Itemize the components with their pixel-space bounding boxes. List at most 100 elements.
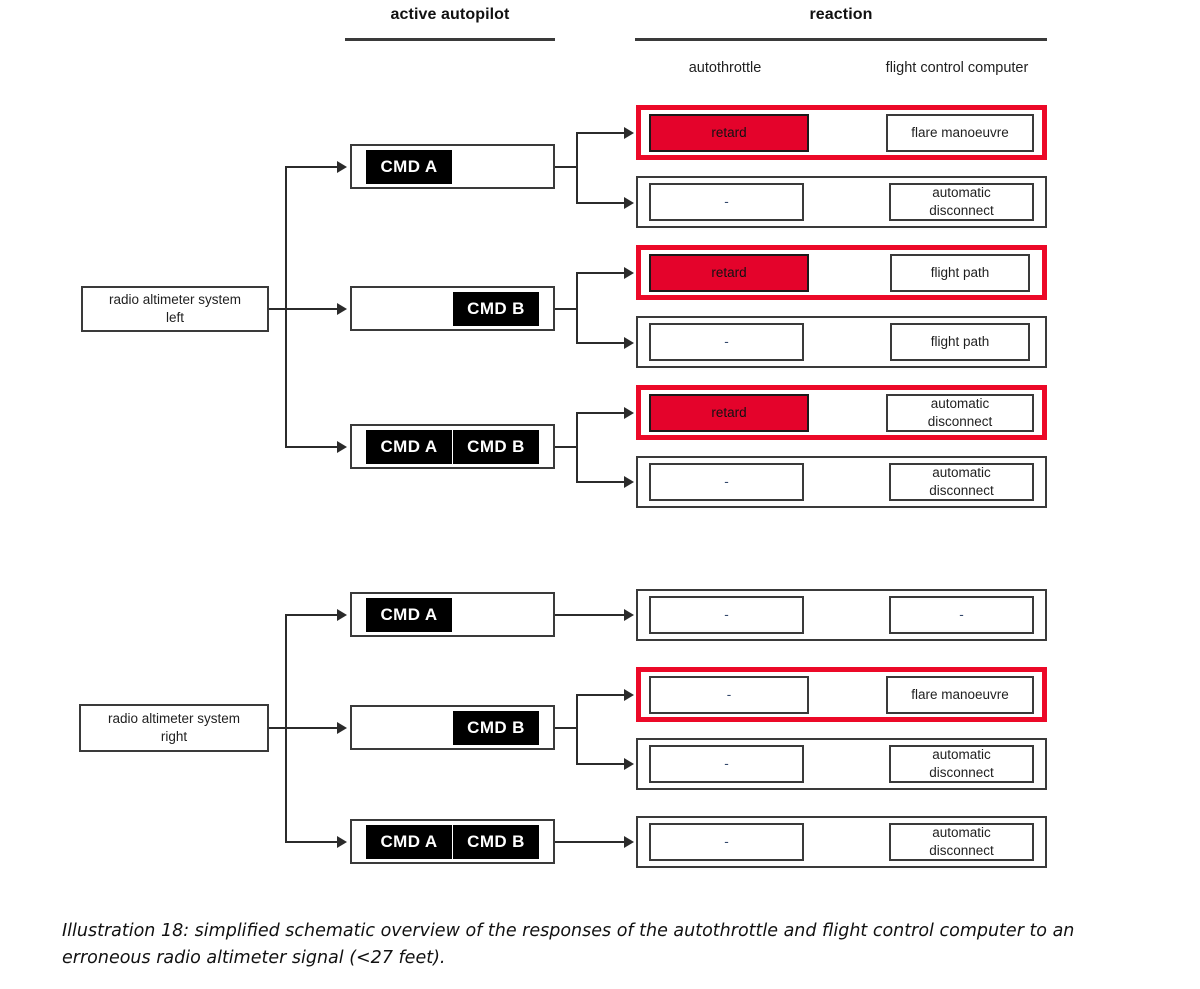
arrow-cmdb-to-rx2 [624, 337, 634, 349]
arrow-cmdab-to-rx1 [624, 407, 634, 419]
reaction-row: retard flight path [636, 245, 1047, 300]
fcc-line1: automatic [930, 395, 990, 411]
connector-cmda-to-rx2 [576, 202, 624, 204]
arrow-cmda-to-rx1 [624, 127, 634, 139]
fcc-line2: disconnect [929, 765, 994, 780]
fcc-line2: disconnect [929, 483, 994, 498]
connector-left-to-cmdab [285, 446, 337, 448]
reaction-row: - flare manoeuvre [636, 667, 1047, 722]
header-reaction: reaction [809, 6, 873, 23]
connector-cmdb-right-to-rx2 [576, 763, 624, 765]
arrow-cmdb-to-rx1 [624, 267, 634, 279]
connector-source-left-stem [269, 308, 287, 310]
autothrottle-cell: - [649, 183, 804, 221]
cmd-chip-a: CMD A [366, 149, 452, 184]
autothrottle-cell: retard [649, 113, 809, 152]
fcc-line1: automatic [932, 825, 991, 841]
cmd-chip-b: CMD B [453, 291, 539, 326]
autothrottle-cell: - [649, 745, 804, 783]
connector-cmdab-to-rx2 [576, 481, 624, 483]
cmd-chip-b: CMD B [453, 429, 539, 464]
arrow-left-to-cmdab [337, 441, 347, 453]
fcc-cell: automatic disconnect [889, 823, 1034, 861]
source-box-radio-altimeter-right: radio altimeter system right [79, 704, 269, 752]
connector-right-to-cmda [285, 614, 337, 616]
fcc-cell: - [889, 596, 1034, 634]
source-right-line2: right [160, 729, 188, 744]
autopilot-box-cmd-b-left: CMD B [350, 286, 555, 331]
reaction-row: - automatic disconnect [636, 738, 1047, 790]
connector-cmdb-right-to-rx1 [576, 694, 624, 696]
connector-left-to-cmda [285, 166, 337, 168]
reaction-row: - - [636, 589, 1047, 641]
connector-cmdb-stub [555, 308, 578, 310]
cmd-chip-a: CMD A [366, 429, 452, 464]
autopilot-box-cmd-b-right: CMD B [350, 705, 555, 750]
reaction-row: retard flare manoeuvre [636, 105, 1047, 160]
connector-cmdb-right-stub [555, 727, 578, 729]
cmd-chip-b: CMD B [453, 824, 539, 859]
fcc-cell: automatic disconnect [886, 393, 1034, 432]
connector-cmdab-splitter [576, 412, 578, 482]
source-left-line1: radio altimeter system [108, 291, 242, 307]
arrow-cmdb-right-to-rx1 [624, 689, 634, 701]
autothrottle-cell: retard [649, 253, 809, 292]
autopilot-box-cmd-a-left: CMD A [350, 144, 555, 189]
fcc-cell: automatic disconnect [889, 463, 1034, 501]
fcc-cell: automatic disconnect [889, 183, 1034, 221]
cmd-chip-b: CMD B [453, 710, 539, 745]
arrow-left-to-cmdb [337, 303, 347, 315]
fcc-cell: flare manoeuvre [886, 675, 1034, 714]
caption-line2: computer to an erroneous radio altimeter… [62, 921, 1075, 969]
connector-source-right-stem [269, 727, 287, 729]
fcc-cell: flight path [890, 323, 1030, 361]
cmd-chip-a: CMD A [366, 597, 452, 632]
connector-cmdb-to-rx1 [576, 272, 624, 274]
connector-source-left-trunk [285, 166, 287, 447]
autothrottle-cell: - [649, 823, 804, 861]
fcc-line1: automatic [932, 747, 991, 763]
caption-line1: Illustration 18: simplified schematic ov… [62, 921, 934, 941]
arrow-cmda-to-rx2 [624, 197, 634, 209]
arrow-cmdab-to-rx2 [624, 476, 634, 488]
autopilot-box-cmd-a-right: CMD A [350, 592, 555, 637]
reaction-row: - automatic disconnect [636, 176, 1047, 228]
connector-cmdb-splitter [576, 272, 578, 344]
connector-cmda-stub [555, 166, 578, 168]
connector-right-to-cmdb [285, 727, 337, 729]
fcc-line2: disconnect [929, 203, 994, 218]
reaction-row: - flight path [636, 316, 1047, 368]
fcc-line1: automatic [932, 185, 991, 201]
cmd-chip-a: CMD A [366, 824, 452, 859]
autothrottle-cell: - [649, 463, 804, 501]
reaction-row: - automatic disconnect [636, 816, 1047, 868]
connector-cmdb-right-splitter [576, 694, 578, 764]
header-rule-autopilot [345, 38, 555, 41]
connector-cmda-splitter [576, 132, 578, 204]
arrow-right-to-cmdb [337, 722, 347, 734]
autothrottle-cell: - [649, 323, 804, 361]
source-right-line1: radio altimeter system [107, 710, 241, 726]
autothrottle-cell: - [649, 675, 809, 714]
fcc-line1: automatic [932, 465, 991, 481]
header-sub-autothrottle: autothrottle [688, 60, 762, 76]
arrow-right-to-cmda [337, 609, 347, 621]
arrow-left-to-cmda [337, 161, 347, 173]
fcc-line2: disconnect [929, 843, 994, 858]
fcc-cell: flight path [890, 253, 1030, 292]
autothrottle-cell: - [649, 596, 804, 634]
autopilot-box-cmd-ab-right: CMD A CMD B [350, 819, 555, 864]
fcc-cell: automatic disconnect [889, 745, 1034, 783]
figure-caption: Illustration 18: simplified schematic ov… [62, 918, 1122, 972]
connector-right-to-cmdab [285, 841, 337, 843]
connector-cmdab-stub [555, 446, 578, 448]
fcc-line2: disconnect [927, 413, 993, 429]
arrow-cmdab-right-to-rx [624, 836, 634, 848]
connector-left-to-cmdb [285, 308, 337, 310]
arrow-cmdb-right-to-rx2 [624, 758, 634, 770]
reaction-row: retard automatic disconnect [636, 385, 1047, 440]
arrow-right-to-cmdab [337, 836, 347, 848]
connector-cmda-right-to-rx [555, 614, 624, 616]
autothrottle-cell: retard [649, 393, 809, 432]
